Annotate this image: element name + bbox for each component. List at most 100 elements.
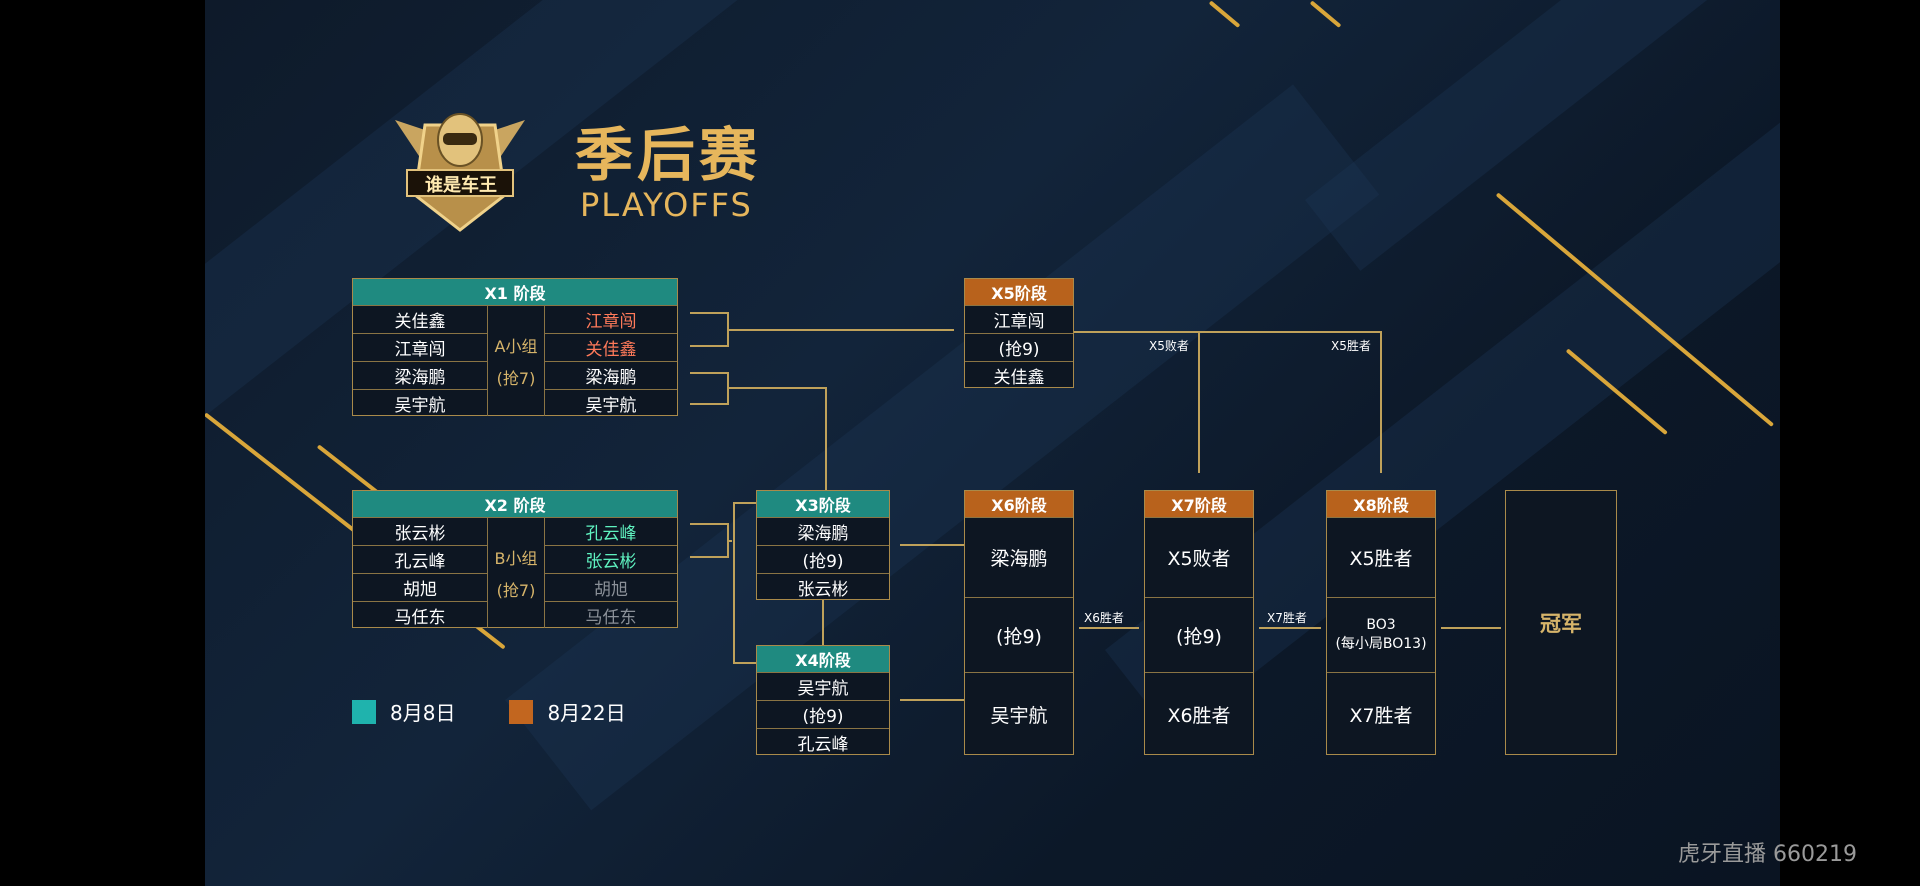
- connector-line: [690, 372, 728, 374]
- x5-row: 关佳鑫: [965, 361, 1073, 388]
- gold-accent-line: [1309, 0, 1342, 28]
- x4-stage-table: X4阶段 吴宇航 (抢9) 孔云峰: [756, 645, 890, 755]
- x1-right-row: 江章闯: [544, 305, 677, 333]
- x2-rule-label: (抢7): [487, 573, 544, 628]
- x6-winner-label: X6胜者: [1084, 611, 1124, 625]
- x2-right-row: 马任东: [544, 601, 677, 628]
- connector-line: [822, 600, 824, 645]
- x7-winner-label: X7胜者: [1267, 611, 1307, 625]
- x1-left-row: 江章闯: [353, 333, 487, 361]
- x3-row: 张云彬: [757, 573, 889, 600]
- logo-text: 谁是车王: [425, 175, 497, 196]
- connector-line: [1374, 331, 1382, 333]
- x3-row: 梁海鹏: [757, 517, 889, 545]
- x5-row: (抢9): [965, 333, 1073, 361]
- x7-stage-table: X7阶段 X5败者 (抢9) X6胜者: [1144, 490, 1254, 755]
- x2-stage-table: X2 阶段 张云彬 孔云峰 胡旭 马任东 B小组 (抢7) 孔云峰 张云彬 胡旭…: [352, 490, 678, 628]
- x7-header: X7阶段: [1145, 491, 1253, 517]
- connector-line: [900, 544, 964, 546]
- x1-right-row: 梁海鹏: [544, 361, 677, 389]
- x7-row: X6胜者: [1145, 672, 1253, 755]
- x2-group-label: B小组: [487, 517, 544, 573]
- watermark: 虎牙直播 660219: [1678, 842, 1857, 867]
- x5-winner-label: X5胜者: [1331, 339, 1371, 353]
- x1-stage-table: X1 阶段 关佳鑫 江章闯 梁海鹏 吴宇航 A小组 (抢7) 江章闯 关佳鑫 梁…: [352, 278, 678, 416]
- bg-stripe: [205, 0, 789, 515]
- x6-row: 吴宇航: [965, 672, 1073, 755]
- x7-row: (抢9): [1145, 597, 1253, 672]
- page-title: 季后赛: [575, 121, 762, 189]
- x5-row: 江章闯: [965, 305, 1073, 333]
- connector-line: [1198, 331, 1200, 473]
- x2-header: X2 阶段: [353, 491, 677, 517]
- x1-rule-label: (抢7): [487, 361, 544, 416]
- legend-swatch-orange: [509, 699, 534, 724]
- x4-row: 吴宇航: [757, 672, 889, 700]
- x8-bo-cell: BO3 (每小局BO13): [1327, 597, 1435, 672]
- x8-row: X7胜者: [1327, 672, 1435, 755]
- x1-header: X1 阶段: [353, 279, 677, 305]
- connector-line: [1079, 627, 1139, 629]
- x6-row: 梁海鹏: [965, 517, 1073, 597]
- x8-row: X5胜者: [1327, 517, 1435, 597]
- connector-line: [825, 387, 827, 490]
- event-logo: 谁是车王: [385, 95, 535, 235]
- x6-stage-table: X6阶段 梁海鹏 (抢9) 吴宇航: [964, 490, 1074, 755]
- connector-line: [690, 345, 728, 347]
- x2-left-row: 胡旭: [353, 573, 487, 601]
- champion-label: 冠军: [1540, 611, 1582, 636]
- gold-accent-line: [1208, 0, 1241, 28]
- connector-line: [727, 329, 954, 331]
- connector-line: [900, 699, 964, 701]
- connector-line: [690, 556, 728, 558]
- connector-line: [1441, 627, 1501, 629]
- connector-line: [690, 403, 728, 405]
- connector-line: [727, 387, 827, 389]
- x3-stage-table: X3阶段 梁海鹏 (抢9) 张云彬: [756, 490, 890, 600]
- x1-right-row: 关佳鑫: [544, 333, 677, 361]
- x2-right-row: 孔云峰: [544, 517, 677, 545]
- helmet-badge-icon: [395, 113, 525, 232]
- connector-line: [1380, 331, 1382, 473]
- legend-label: 8月8日: [390, 701, 456, 725]
- connector-line: [727, 540, 732, 542]
- x8-header: X8阶段: [1327, 491, 1435, 517]
- x5-stage-table: X5阶段 江章闯 (抢9) 关佳鑫: [964, 278, 1074, 388]
- x7-row: X5败者: [1145, 517, 1253, 597]
- x2-right-row: 张云彬: [544, 545, 677, 573]
- connector-line: [733, 502, 735, 664]
- connector-line: [1259, 627, 1321, 629]
- x3-row: (抢9): [757, 545, 889, 573]
- connector-line: [733, 662, 756, 664]
- champion-box: 冠军: [1505, 490, 1617, 755]
- connector-line: [690, 523, 728, 525]
- x5-header: X5阶段: [965, 279, 1073, 305]
- x1-left-row: 梁海鹏: [353, 361, 487, 389]
- x4-row: 孔云峰: [757, 728, 889, 755]
- x8-stage-table: X8阶段 X5胜者 BO3 (每小局BO13) X7胜者: [1326, 490, 1436, 755]
- x6-header: X6阶段: [965, 491, 1073, 517]
- x5-loser-label: X5败者: [1149, 339, 1189, 353]
- x1-right-row: 吴宇航: [544, 389, 677, 416]
- x4-header: X4阶段: [757, 646, 889, 672]
- page-subtitle: PLAYOFFS: [580, 186, 753, 224]
- x6-row: (抢9): [965, 597, 1073, 672]
- legend-swatch-teal: [352, 699, 376, 724]
- connector-line: [1074, 331, 1374, 333]
- x2-left-row: 马任东: [353, 601, 487, 628]
- x3-header: X3阶段: [757, 491, 889, 517]
- x1-group-label: A小组: [487, 305, 544, 361]
- legend: 8月8日 8月22日: [352, 697, 626, 726]
- x8-bo13-label: (每小局BO13): [1335, 636, 1427, 652]
- connector-line: [733, 502, 756, 504]
- connector-line: [690, 312, 728, 314]
- x2-left-row: 孔云峰: [353, 545, 487, 573]
- x8-bo3-label: BO3: [1366, 617, 1396, 633]
- playoff-bracket-screen: 谁是车王 季后赛 PLAYOFFS X1 阶段 关佳鑫 江章闯 梁海鹏 吴宇航 …: [205, 0, 1780, 886]
- x2-right-row: 胡旭: [544, 573, 677, 601]
- x1-left-row: 关佳鑫: [353, 305, 487, 333]
- legend-label: 8月22日: [547, 701, 626, 725]
- x4-row: (抢9): [757, 700, 889, 728]
- x1-left-row: 吴宇航: [353, 389, 487, 416]
- x2-left-row: 张云彬: [353, 517, 487, 545]
